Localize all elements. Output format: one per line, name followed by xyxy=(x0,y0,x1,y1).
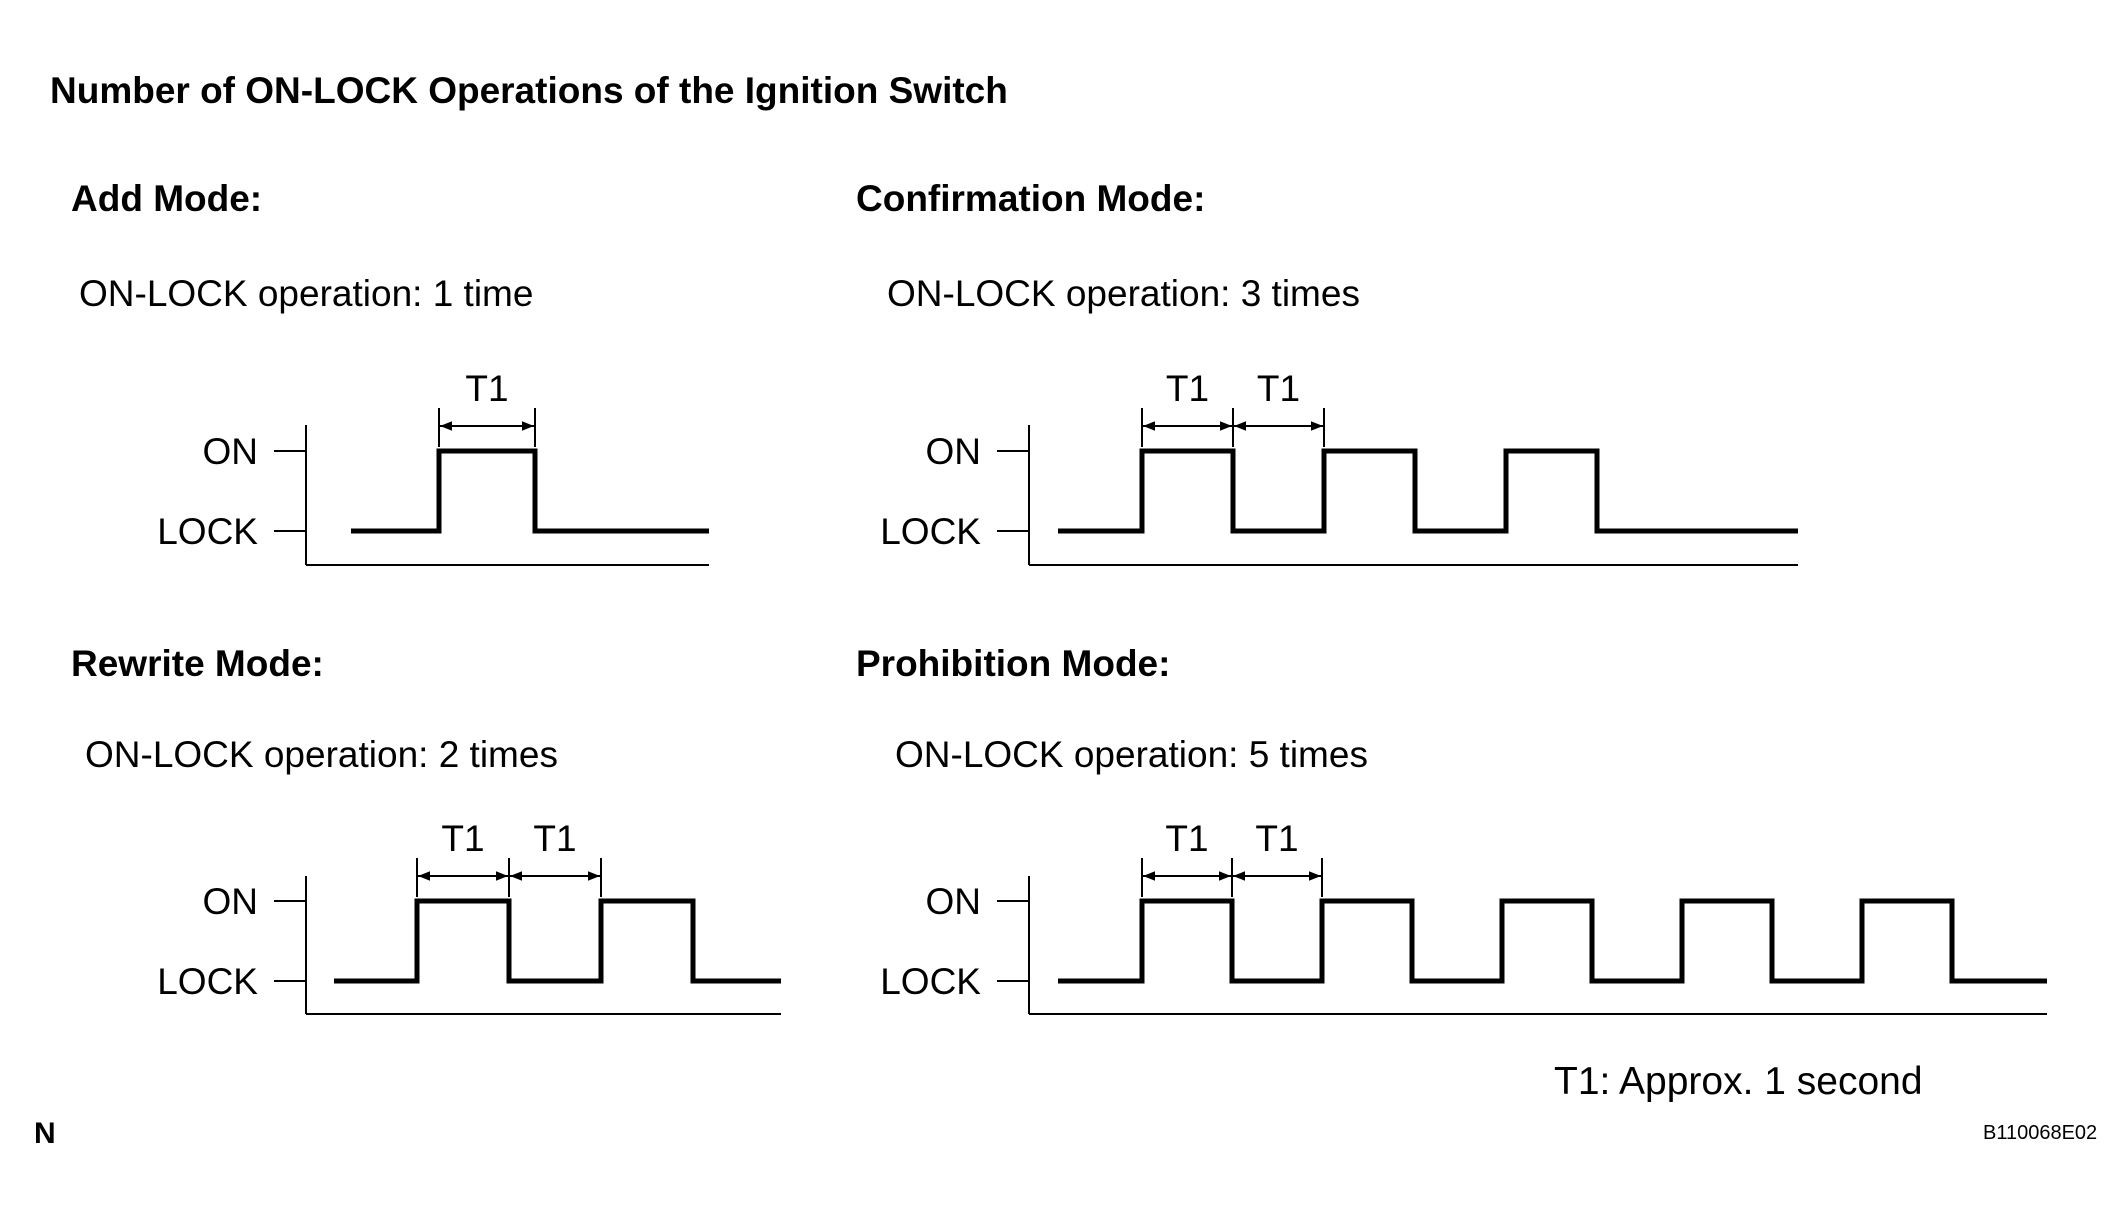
lock-level-label: LOCK xyxy=(880,511,981,552)
add-waveform: ON LOCK T1 xyxy=(157,368,709,566)
confirmation-mode-operation: ON-LOCK operation: 3 times xyxy=(887,273,1360,314)
rewrite-mode-operation: ON-LOCK operation: 2 times xyxy=(85,734,558,775)
t1-label: T1 xyxy=(1166,368,1209,409)
rewrite-waveform: ON LOCK T1 T1 xyxy=(157,818,781,1015)
confirmation-waveform: ON LOCK T1 T1 xyxy=(880,368,1798,566)
prohibition-mode-heading: Prohibition Mode: xyxy=(856,643,1171,684)
page-title: Number of ON-LOCK Operations of the Igni… xyxy=(50,70,1008,111)
t1-label: T1 xyxy=(1255,818,1298,859)
lock-level-label: LOCK xyxy=(157,961,258,1002)
prohibition-mode-operation: ON-LOCK operation: 5 times xyxy=(895,734,1368,775)
corner-mark: N xyxy=(34,1117,56,1150)
on-level-label: ON xyxy=(203,431,259,472)
add-mode-heading: Add Mode: xyxy=(71,178,263,219)
t1-label: T1 xyxy=(533,818,576,859)
on-level-label: ON xyxy=(926,431,982,472)
signal-trace xyxy=(1058,898,2047,984)
t1-note: T1: Approx. 1 second xyxy=(1554,1060,1923,1103)
t1-label: T1 xyxy=(441,818,484,859)
add-mode-operation: ON-LOCK operation: 1 time xyxy=(79,273,534,314)
rewrite-mode-heading: Rewrite Mode: xyxy=(71,643,324,684)
confirmation-mode-heading: Confirmation Mode: xyxy=(856,178,1206,219)
t1-label: T1 xyxy=(1257,368,1300,409)
prohibition-waveform: ON LOCK T1 T1 xyxy=(880,818,2047,1015)
signal-trace xyxy=(334,898,781,984)
figure-code: B110068E02 xyxy=(1983,1122,2098,1144)
signal-trace xyxy=(1058,448,1798,534)
lock-level-label: LOCK xyxy=(880,961,981,1002)
on-level-label: ON xyxy=(926,881,982,922)
lock-level-label: LOCK xyxy=(157,511,258,552)
t1-label: T1 xyxy=(1165,818,1208,859)
on-level-label: ON xyxy=(203,881,259,922)
signal-trace xyxy=(351,448,709,534)
t1-label: T1 xyxy=(465,368,508,409)
